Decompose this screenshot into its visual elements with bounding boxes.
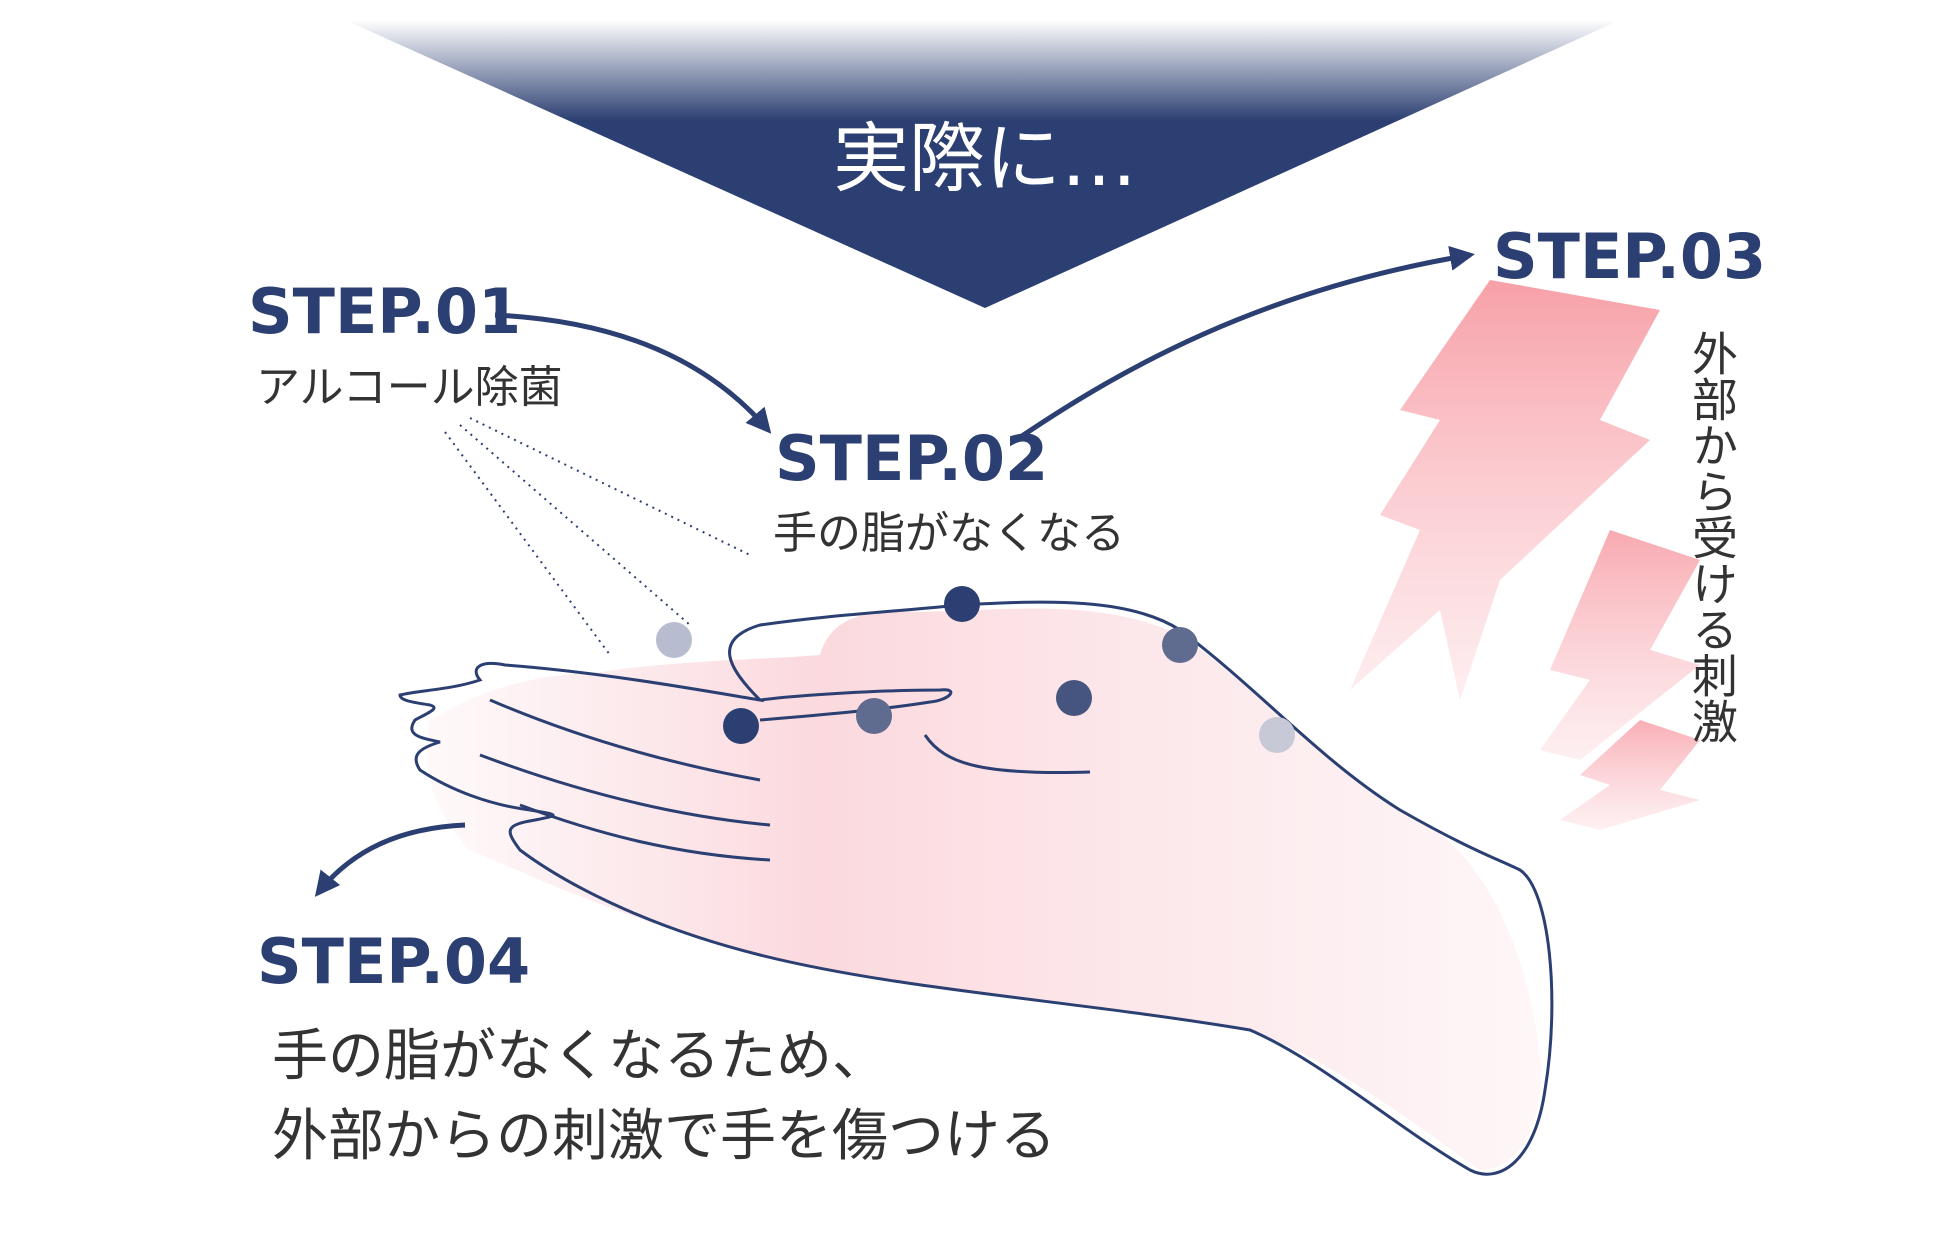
banner: 実際に… bbox=[345, 20, 1620, 308]
lightning-bolt-medium bbox=[1540, 530, 1700, 760]
step04-caption-line1: 手の脂がなくなるため、 bbox=[272, 1024, 888, 1089]
spray-line bbox=[444, 431, 611, 656]
oil-dot bbox=[856, 698, 892, 734]
finger-line-1 bbox=[489, 698, 761, 782]
arrow-step02-to-step03 bbox=[1020, 245, 1475, 439]
spray-line bbox=[469, 417, 751, 556]
oil-dots bbox=[656, 586, 1295, 753]
hand-outline bbox=[398, 600, 1554, 1176]
banner-text: 実際に… bbox=[833, 114, 1137, 203]
step03-title: STEP.03 bbox=[1493, 220, 1766, 293]
hand-shadow bbox=[426, 608, 1541, 1170]
step01-title: STEP.01 bbox=[248, 275, 521, 348]
lightning-group bbox=[1350, 280, 1700, 830]
banner-triangle bbox=[345, 20, 1620, 308]
spray-lines bbox=[444, 417, 751, 656]
step04-caption-line2: 外部からの刺激で手を傷つける bbox=[272, 1104, 1056, 1169]
palm-crease bbox=[923, 734, 1091, 774]
oil-dot bbox=[656, 622, 692, 658]
oil-dot bbox=[723, 708, 759, 744]
thumb-outline bbox=[759, 688, 953, 722]
finger-line-3 bbox=[519, 803, 771, 862]
step01-caption: アルコール除菌 bbox=[256, 362, 563, 413]
spray-line bbox=[459, 424, 691, 626]
step04-title: STEP.04 bbox=[257, 925, 530, 998]
flow-arrows bbox=[314, 245, 1475, 897]
step02-caption: 手の脂がなくなる bbox=[773, 508, 1125, 559]
oil-dot bbox=[1056, 680, 1092, 716]
lightning-bolt-large bbox=[1350, 280, 1660, 700]
step02-title: STEP.02 bbox=[775, 422, 1048, 495]
oil-dot bbox=[944, 586, 980, 622]
arrow-to-step04 bbox=[314, 822, 466, 897]
finger-line-2 bbox=[479, 753, 771, 827]
lightning-bolt-small bbox=[1560, 720, 1700, 830]
oil-dot bbox=[1259, 717, 1295, 753]
step03-caption: 外部から受ける刺激 bbox=[1685, 330, 1739, 744]
hand-illustration bbox=[398, 600, 1554, 1176]
arrow-step01-to-step02 bbox=[494, 312, 772, 434]
oil-dot bbox=[1162, 627, 1198, 663]
